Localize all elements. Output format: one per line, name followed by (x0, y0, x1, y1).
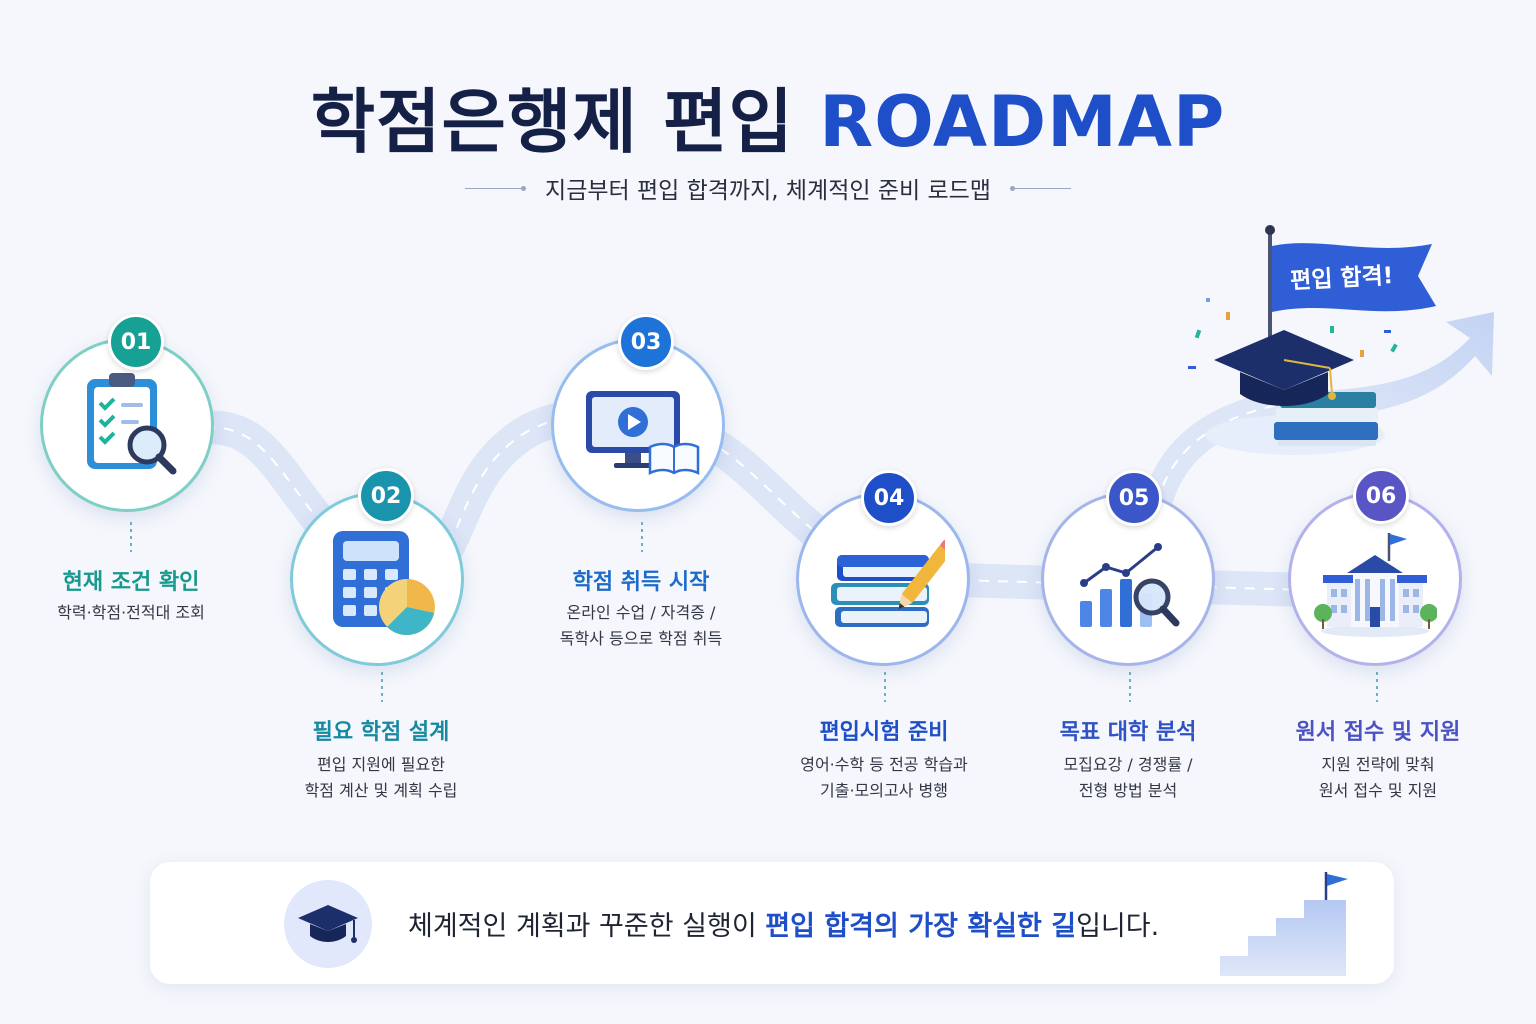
step-06-title: 원서 접수 및 지원 (1295, 720, 1461, 745)
step-01-desc-line: 학력·학점·전적대 조회 (57, 603, 205, 622)
step-06-circle (1288, 492, 1462, 666)
step-01-badge: 01 (108, 314, 164, 370)
flag-icon (1272, 243, 1436, 312)
confetti (1390, 343, 1398, 353)
step-03-desc-line: 독학사 등으로 학점 취득 (559, 629, 723, 648)
step-06-badge: 06 (1353, 468, 1409, 524)
road-segment (188, 399, 1395, 609)
stairs-flag-icon (1220, 872, 1348, 976)
step-03-title: 학점 취득 시작 (572, 570, 710, 595)
step-04-connector (884, 672, 886, 702)
title-main: 학점은행제 편입 (310, 81, 794, 163)
clipboard-check-icon (87, 373, 177, 475)
banner-text-highlight: 편입 합격의 가장 확실한 길 (765, 911, 1077, 942)
step-02-connector (381, 672, 383, 702)
step-06-desc-line: 원서 접수 및 지원 (1318, 781, 1438, 800)
banner-text-after: 입니다. (1076, 911, 1160, 942)
step-05-desc: 모집요강 / 경쟁률 / 전형 방법 분석 (998, 752, 1258, 804)
step-02-title: 필요 학점 설계 (312, 720, 450, 745)
step-01-connector (130, 522, 132, 552)
step-05-connector (1129, 672, 1131, 702)
step-04-badge: 04 (861, 470, 917, 526)
banner-text-before: 체계적인 계획과 꾸준한 실행이 (408, 911, 766, 942)
university-building-icon (1314, 533, 1437, 637)
step-05-title: 목표 대학 분석 (1059, 720, 1197, 745)
online-class-icon (586, 391, 700, 476)
step-01-title: 현재 조건 확인 (62, 570, 200, 595)
bottom-banner: 체계적인 계획과 꾸준한 실행이 편입 합격의 가장 확실한 길입니다. (150, 862, 1394, 984)
step-02-desc-line: 학점 계산 및 계획 수립 (304, 781, 458, 800)
confetti (1330, 326, 1334, 333)
banner-icon-circle (284, 880, 372, 968)
subtitle-row: 지금부터 편입 합격까지, 체계적인 준비 로드맵 (0, 170, 1536, 206)
step-04-desc-line: 기출·모의고사 병행 (820, 781, 948, 800)
graduation-cap-icon (298, 905, 358, 943)
confetti (1194, 329, 1202, 339)
step-02-desc-line: 편입 지원에 필요한 (317, 755, 445, 774)
chart-analysis-icon (1080, 543, 1180, 627)
confetti (1188, 366, 1196, 369)
step-05-desc-line: 모집요강 / 경쟁률 / (1063, 755, 1193, 774)
step-06-connector (1376, 672, 1378, 702)
subtitle: 지금부터 편입 합격까지, 체계적인 준비 로드맵 (545, 178, 991, 204)
step-02-badge: 02 (358, 468, 414, 524)
step-03-desc: 온라인 수업 / 자격증 / 독학사 등으로 학점 취득 (511, 600, 771, 652)
subtitle-line-left (465, 185, 527, 191)
banner-message: 체계적인 계획과 꾸준한 실행이 편입 합격의 가장 확실한 길입니다. (408, 904, 1159, 943)
step-05-desc-line: 전형 방법 분석 (1078, 781, 1178, 800)
title-accent: ROADMAP (819, 81, 1226, 163)
goal-flag-text: 편입 합격! (1289, 263, 1394, 295)
confetti (1384, 330, 1391, 333)
step-03-badge: 03 (618, 314, 674, 370)
page-title: 학점은행제 편입 ROADMAP (0, 66, 1536, 167)
step-01-desc: 학력·학점·전적대 조회 (1, 600, 261, 626)
books-pencil-icon (831, 539, 945, 627)
confetti (1226, 312, 1230, 320)
confetti (1206, 298, 1210, 302)
confetti (1360, 350, 1364, 357)
step-05-badge: 05 (1106, 470, 1162, 526)
step-03-desc-line: 온라인 수업 / 자격증 / (566, 603, 716, 622)
goal-illustration (1188, 225, 1436, 455)
calculator-icon (333, 531, 435, 636)
step-04-desc-line: 영어·수학 등 전공 학습과 (800, 755, 968, 774)
road-to-goal-line (1149, 401, 1291, 561)
subtitle-line-right (1009, 185, 1071, 191)
step-03-connector (641, 522, 643, 552)
step-06-desc-line: 지원 전략에 맞춰 (1321, 755, 1435, 774)
step-04-title: 편입시험 준비 (819, 720, 949, 745)
